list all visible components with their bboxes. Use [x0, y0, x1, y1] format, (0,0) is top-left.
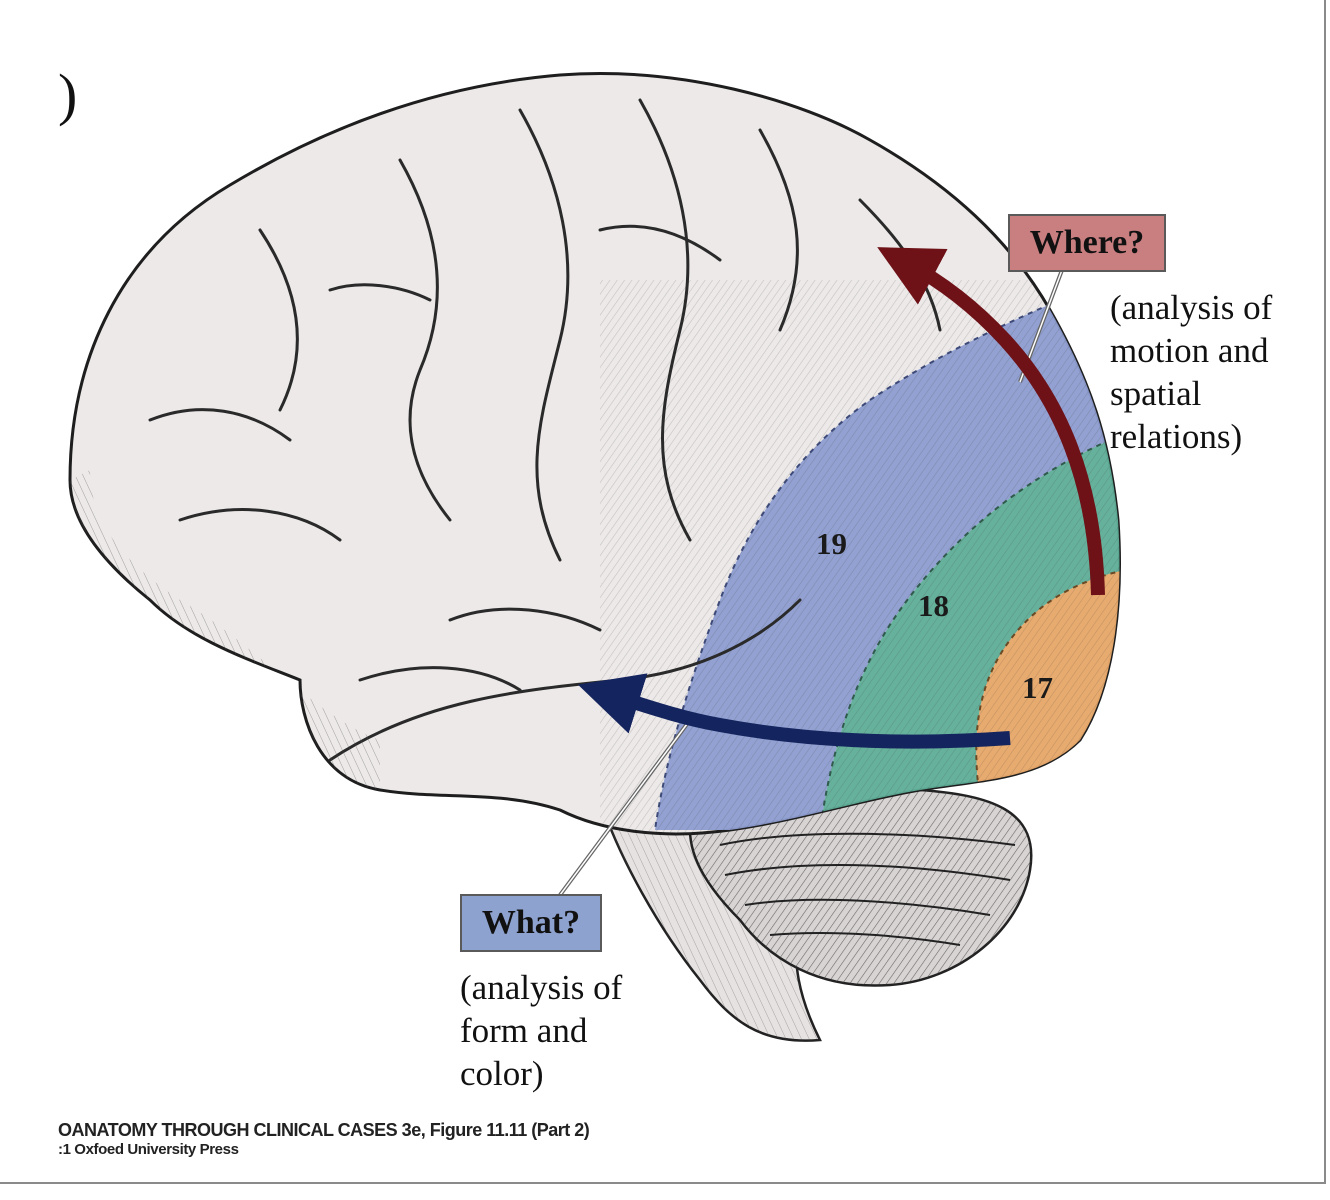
area-18-label: 18: [918, 588, 949, 623]
cortical-shading: [70, 470, 380, 790]
what-leader-line-inner: [559, 719, 691, 896]
frame-bottom-border: [0, 1182, 1326, 1184]
what-callout-box: What?: [460, 894, 602, 952]
ventral-stream-arrow: [577, 673, 1011, 749]
area-17-label: 17: [1022, 670, 1053, 705]
citation-line-1: OANATOMY THROUGH CLINICAL CASES 3e, Figu…: [58, 1120, 590, 1140]
part-label: ): [58, 62, 78, 127]
what-desc-line-1: (analysis of: [460, 968, 623, 1007]
what-desc-line-3: color): [460, 1054, 544, 1093]
area-19-label: 19: [816, 526, 847, 561]
dorsal-stream-arrow: [877, 247, 1105, 596]
citation-line-2: :1 Oxfoed University Press: [58, 1141, 239, 1158]
frame-right-border: [1324, 0, 1326, 1184]
where-description: (analysis of motion and spatial relation…: [1110, 286, 1272, 458]
what-desc-line-2: form and: [460, 1011, 588, 1050]
what-description: (analysis of form and color): [460, 966, 622, 1095]
what-title: What?: [481, 904, 581, 941]
where-desc-line-2: motion and: [1110, 331, 1269, 370]
where-desc-line-3: spatial: [1110, 374, 1202, 413]
cerebellum: [688, 785, 1033, 987]
figure-citation: OANATOMY THROUGH CLINICAL CASES 3e, Figu…: [58, 1120, 590, 1158]
where-callout-box: Where?: [1008, 214, 1166, 272]
where-desc-line-4: relations): [1110, 417, 1243, 456]
where-desc-line-1: (analysis of: [1110, 288, 1273, 327]
where-title: Where?: [1029, 224, 1145, 261]
